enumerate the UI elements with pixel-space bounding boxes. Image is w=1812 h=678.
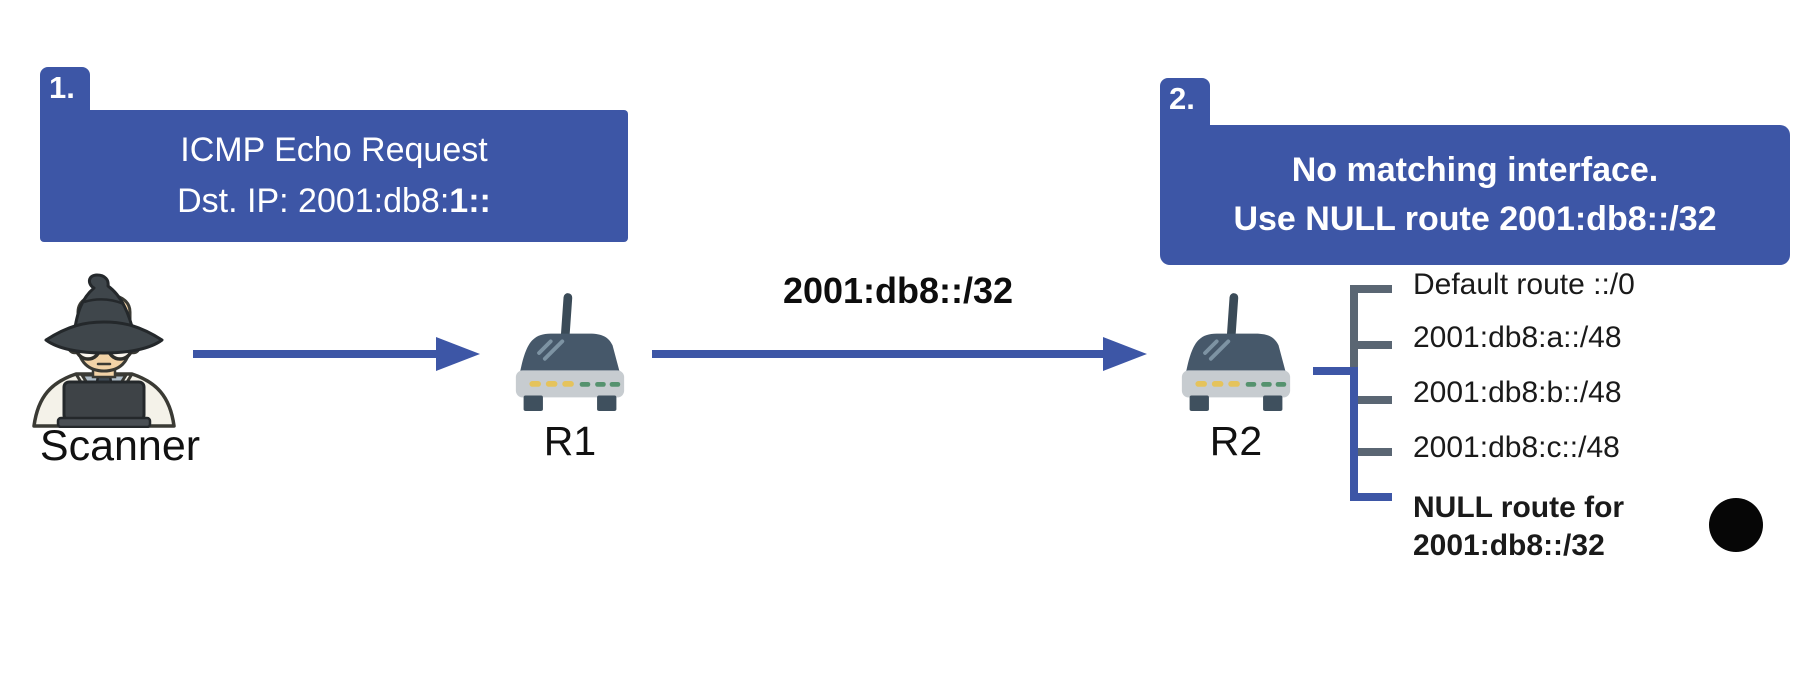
callout2-line1: No matching interface. (1291, 151, 1659, 189)
callout1-line2-bold: 1:: (449, 182, 491, 220)
callout1-line2-prefix: Dst. IP: 2001:db8: (177, 182, 450, 220)
routing-table-bracket (1313, 285, 1392, 501)
callout2-line2: Use NULL route 2001:db8::/32 (1233, 200, 1717, 238)
route-entry: 2001:db8:c::/48 (1413, 431, 1620, 464)
r1-label: R1 (543, 418, 597, 464)
arrow-scanner-to-r1 (193, 337, 480, 371)
wizard-scanner-icon (32, 273, 176, 428)
callout1-line1: ICMP Echo Request (180, 131, 488, 169)
arrow-r1-to-r2 (652, 337, 1147, 371)
route-entry: 2001:db8:b::/48 (1413, 376, 1622, 409)
link-prefix-label: 2001:db8::/32 (782, 270, 1014, 311)
icmp-echo-request-callout: ICMP Echo Request Dst. IP: 2001:db8:1:: (40, 110, 628, 242)
step-2-badge: 2. (1160, 78, 1210, 128)
r2-label: R2 (1209, 418, 1263, 464)
scanner-label: Scanner (39, 422, 201, 470)
router-icon (515, 293, 625, 411)
route-entry-null-route: NULL route for 2001:db8::/32 (1413, 491, 1625, 562)
route-entry: Default route ::/0 (1413, 268, 1635, 301)
callout1-line2: Dst. IP: 2001:db8:1:: (177, 176, 491, 227)
router-icon (1181, 293, 1291, 411)
null-route-callout: No matching interface. Use NULL route 20… (1160, 125, 1790, 265)
blackhole-icon (1709, 498, 1763, 552)
step-1-badge: 1. (40, 67, 90, 113)
route-entry: 2001:db8:a::/48 (1413, 321, 1622, 354)
